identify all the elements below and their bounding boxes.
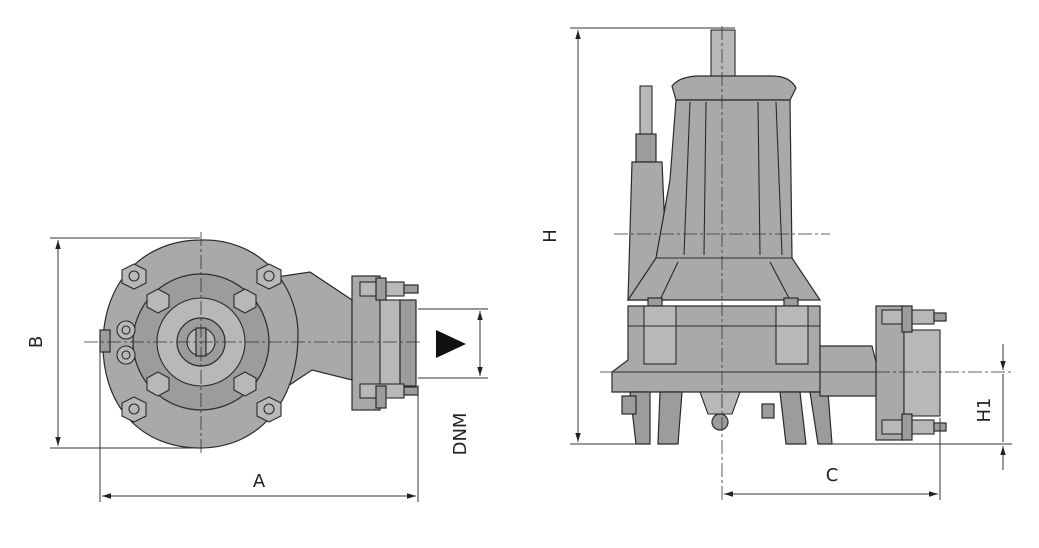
dimension-dnm: DNM	[418, 308, 488, 456]
discharge-flange	[351, 275, 419, 411]
label-c: C	[826, 465, 839, 486]
label-dnm: DNM	[450, 413, 471, 456]
dimension-h1: H1	[830, 344, 1012, 470]
dimension-a: A	[99, 350, 419, 502]
label-a: A	[253, 471, 266, 492]
label-h1: H1	[974, 398, 995, 423]
dimension-c: C	[724, 418, 941, 500]
label-h: H	[540, 229, 561, 243]
side-view	[600, 26, 1012, 500]
top-view	[84, 232, 466, 455]
dimension-b: B	[26, 237, 200, 449]
dimension-h: H	[540, 27, 735, 445]
flow-direction-arrow	[436, 330, 466, 358]
casing-bolts	[121, 263, 282, 423]
cable-glands	[99, 320, 136, 365]
label-b: B	[26, 336, 47, 348]
